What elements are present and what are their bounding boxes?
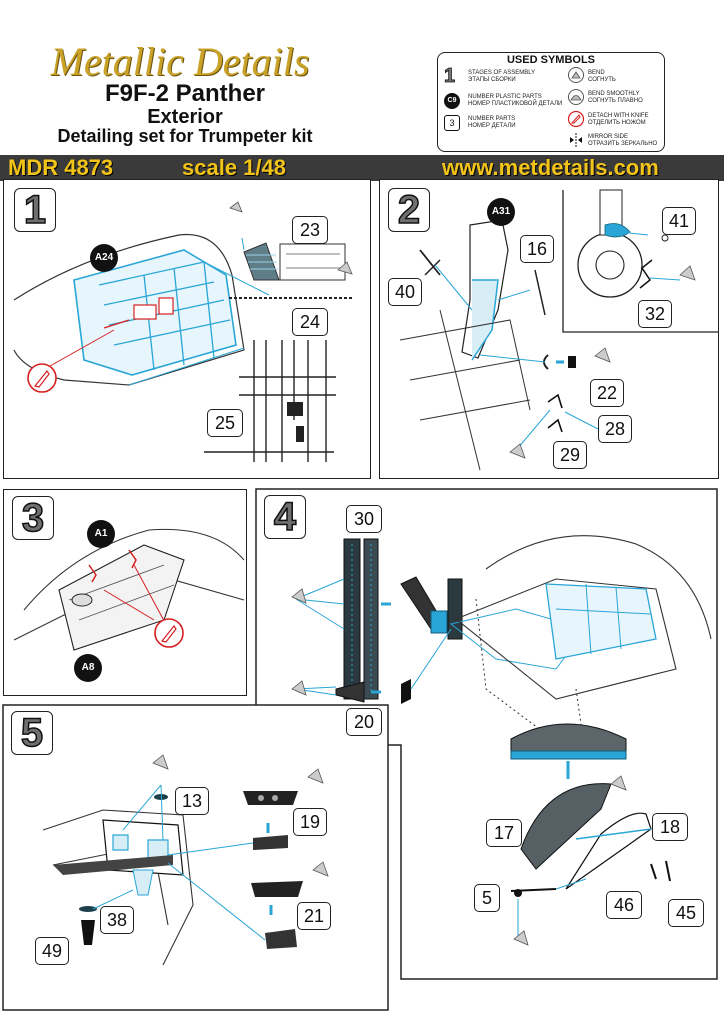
step-1-panel: 1 A24 23 24 25 (3, 179, 371, 479)
symbols-title: USED SYMBOLS (506, 54, 595, 66)
brand-logo: Metallic Details (50, 39, 310, 84)
part-number: 40 (388, 278, 422, 306)
part-number: 25 (207, 409, 243, 437)
part-number: 28 (598, 415, 632, 443)
part-number: 38 (100, 906, 134, 934)
step-2-panel: 2 A31 16 40 41 32 22 28 29 (379, 179, 719, 479)
plastic-part-badge: A24 (90, 244, 118, 272)
step-3-panel: 3 A1 A8 (3, 489, 247, 696)
knife-icon (567, 110, 585, 128)
scale-label: scale 1/48 (182, 155, 286, 180)
step-number: 4 (264, 495, 306, 539)
step-5-drawing (42, 754, 329, 966)
plastic-part-symbol-icon: C9 (444, 93, 460, 109)
part-number: 13 (175, 787, 209, 815)
kit-description: Detailing set for Trumpeter kit (57, 126, 313, 146)
part-number: 32 (638, 300, 672, 328)
step-4-drawing (291, 535, 712, 946)
part-number: 29 (553, 441, 587, 469)
part-number: 16 (520, 235, 554, 263)
step-number: 5 (11, 711, 53, 755)
part-number: 21 (297, 902, 331, 930)
bend-icon (568, 67, 584, 83)
kit-subtitle: Exterior (147, 106, 223, 128)
step-4-panel: 4 30 (256, 489, 717, 979)
step-number: 2 (388, 188, 430, 232)
plastic-part-badge: A1 (87, 520, 115, 548)
part-number: 49 (35, 937, 69, 965)
part-number: 45 (668, 899, 704, 927)
kit-title: F9F-2 Panther (104, 80, 266, 107)
product-code: MDR 4873 (8, 155, 114, 180)
part-number: 30 (346, 505, 382, 533)
part-number: 41 (662, 207, 696, 235)
part-number: 24 (292, 308, 328, 336)
step-number: 1 (14, 188, 56, 232)
step-2-drawing (399, 189, 718, 471)
part-number: 46 (606, 891, 642, 919)
part-number: 18 (652, 813, 688, 841)
plastic-part-badge: A8 (74, 654, 102, 682)
plastic-part-badge: A31 (487, 198, 515, 226)
part-number: 5 (474, 884, 500, 912)
mirror-icon (570, 133, 582, 147)
part-number: 23 (292, 216, 328, 244)
part-number: 20 (346, 708, 382, 736)
part-number-symbol-icon: 3 (444, 115, 460, 131)
step-5-panel: 5 13 19 21 38 49 (3, 705, 388, 1010)
info-bar: MDR 4873 scale 1/48 www.metdetails.com (0, 155, 724, 181)
part-number: 19 (293, 808, 327, 836)
part-number: 22 (590, 379, 624, 407)
stage-symbol-icon: 1 (444, 65, 456, 87)
website-link[interactable]: www.metdetails.com (442, 155, 659, 180)
step-1-drawing (13, 201, 354, 462)
step-number: 3 (12, 496, 54, 540)
step-3-drawing (13, 528, 245, 651)
bend-smoothly-icon (568, 89, 584, 105)
part-number: 17 (486, 819, 522, 847)
